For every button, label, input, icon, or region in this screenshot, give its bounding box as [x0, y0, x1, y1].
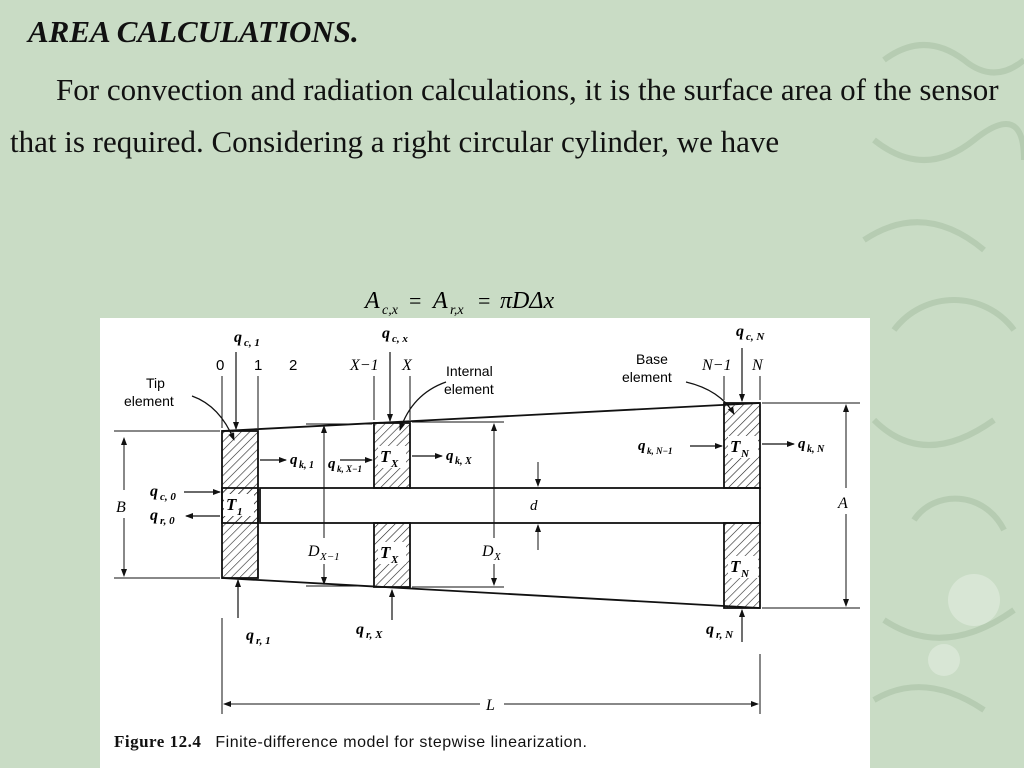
qkxm1-sub: k, X−1 — [337, 464, 362, 474]
qknm1-symbol: q — [638, 438, 646, 454]
internal-element-pointer — [399, 381, 447, 431]
node-nm1-label: N−1 — [701, 357, 731, 374]
dim-l-lines — [221, 618, 761, 714]
qr1-symbol: q — [246, 627, 254, 644]
caption-text: Finite-difference model for stepwise lin… — [215, 734, 588, 751]
dim-dxm1-symbol: D — [307, 543, 320, 560]
qr1-sub: r, 1 — [256, 635, 271, 647]
qrn-sub: r, N — [716, 629, 734, 641]
dim-dxm1-lines — [306, 423, 372, 587]
internal-element-callout-2: element — [444, 381, 494, 397]
qr0-symbol: q — [150, 507, 158, 524]
dim-a-lines — [762, 402, 860, 609]
qc1-sub: c, 1 — [244, 337, 260, 349]
caption-label: Figure 12.4 — [114, 732, 202, 751]
dim-dx-lines — [412, 421, 504, 588]
base-element-pointer — [685, 381, 735, 415]
tn-top-sub: N — [740, 448, 750, 460]
dim-b-lines — [114, 430, 220, 579]
figure-12-4: 0 1 2 X−1 X N−1 N Tip element Internal e… — [100, 318, 870, 768]
area-equation: A c,x = A r,x = πDΔx — [363, 288, 554, 318]
node-1-label: 1 — [254, 357, 262, 374]
qkx-sub: k, X — [455, 456, 472, 467]
tx-bottom-sub: X — [390, 554, 399, 566]
dim-dx-symbol: D — [481, 543, 494, 560]
qcn-sub: c, N — [746, 331, 765, 343]
dim-a-label: A — [837, 495, 848, 512]
node-2-label: 2 — [289, 357, 297, 374]
qcx-sub: c, x — [392, 333, 408, 345]
qr0-sub: r, 0 — [160, 515, 175, 527]
qknm1-sub: k, N−1 — [647, 446, 672, 456]
qrx-sub: r, X — [366, 629, 383, 641]
qcn-symbol: q — [736, 323, 744, 340]
qcx-symbol: q — [382, 325, 390, 342]
node-0-label: 0 — [216, 357, 224, 374]
qc1-symbol: q — [234, 329, 242, 346]
internal-element-callout-1: Internal — [446, 363, 493, 379]
tx-bottom-symbol: T — [380, 543, 391, 562]
eq-equals-1: = — [409, 288, 421, 313]
t1-sub: 1 — [237, 506, 243, 518]
eq-mid-symbol: A — [431, 288, 448, 314]
qk1-symbol: q — [290, 452, 298, 468]
eq-equals-2: = — [478, 288, 490, 313]
node-xm1-label: X−1 — [349, 357, 379, 374]
t1-symbol: T — [226, 495, 237, 514]
dim-d-label: d — [530, 498, 538, 514]
decorative-pattern — [862, 42, 1024, 713]
node-x-label: X — [401, 357, 413, 374]
paragraph-text: For convection and radiation calculation… — [10, 72, 999, 159]
tn-top-symbol: T — [730, 437, 741, 456]
tx-top-symbol: T — [380, 447, 391, 466]
qkn-sub: k, N — [807, 444, 825, 455]
tip-element-callout-1: Tip — [146, 375, 165, 391]
dim-dx-sub: X — [493, 551, 502, 563]
qc0-sub: c, 0 — [160, 491, 176, 503]
dim-b-label: B — [116, 499, 126, 516]
dim-l-label: L — [485, 697, 495, 714]
tx-top-sub: X — [390, 458, 399, 470]
eq-lhs-symbol: A — [363, 288, 380, 314]
qc0-symbol: q — [150, 483, 158, 500]
qrn-symbol: q — [706, 621, 714, 638]
qrx-symbol: q — [356, 621, 364, 638]
tn-bottom-symbol: T — [730, 557, 741, 576]
tip-element-pointer — [191, 395, 235, 441]
qkx-symbol: q — [446, 448, 454, 464]
eq-mid-sub: r,x — [450, 303, 464, 318]
qkn-symbol: q — [798, 436, 806, 452]
tip-element-callout-2: element — [124, 393, 174, 409]
qkxm1-symbol: q — [328, 456, 336, 472]
slide-paragraph: For convection and radiation calculation… — [10, 64, 1010, 168]
node-n-label: N — [751, 357, 764, 374]
eq-lhs-sub: c,x — [382, 303, 399, 318]
qk1-sub: k, 1 — [299, 460, 314, 471]
fin-outline — [221, 402, 761, 609]
eq-rhs: πDΔx — [500, 288, 554, 314]
figure-caption: Figure 12.4 Finite-difference model for s… — [114, 732, 587, 752]
slide-heading: AREA CALCULATIONS. — [28, 14, 359, 49]
base-element-callout-1: Base — [636, 351, 668, 367]
dim-dxm1-sub: X−1 — [319, 551, 340, 563]
tn-bottom-sub: N — [740, 568, 750, 580]
fin-diagram: 0 1 2 X−1 X N−1 N Tip element Internal e… — [114, 323, 860, 714]
base-element-callout-2: element — [622, 369, 672, 385]
